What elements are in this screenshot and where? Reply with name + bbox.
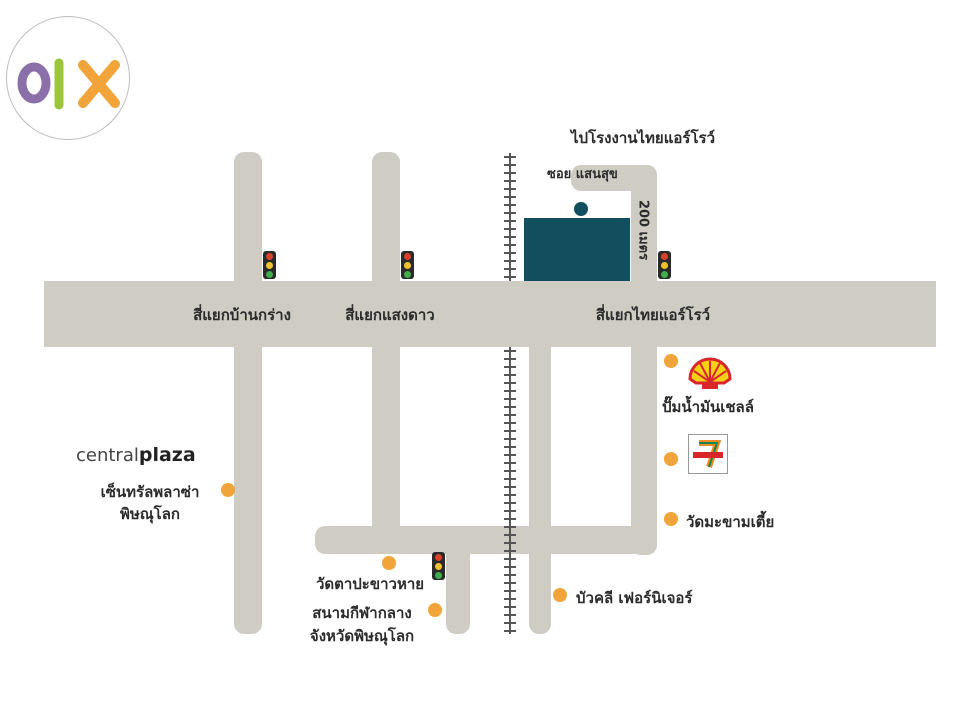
furniture-label: บัวคลี เฟอร์นิเจอร์: [576, 589, 693, 607]
railway-north: [504, 153, 516, 281]
central-plaza-label-line2: พิษณุโลก: [119, 505, 181, 523]
shell-marker: [664, 354, 678, 368]
road-bottom-horizontal: [315, 526, 657, 554]
shell-label: ปั๊มน้ำมันเชลล์: [662, 398, 754, 416]
seven-eleven-logo-icon: 7-ELEVEN: [688, 434, 728, 474]
olx-logo-mark: [17, 58, 120, 110]
shell-logo-icon: [686, 349, 734, 395]
traffic-light-icon: [658, 251, 671, 279]
railway-south: [504, 347, 516, 634]
traffic-light-icon: [263, 251, 276, 279]
road-vertical-3: [529, 332, 551, 634]
stadium-label-line1: สนามกีฬากลาง: [312, 604, 412, 622]
intersection-label-saeng-dao: สี่แยกแสงดาว: [345, 306, 435, 324]
central-plaza-logo-prefix: central: [76, 445, 139, 466]
central-plaza-logo: centralplaza: [76, 444, 196, 466]
central-plaza-label-line1: เซ็นทรัลพลาซ่า: [100, 483, 200, 501]
destination-pin: [574, 202, 588, 216]
road-soi-vertical: [631, 165, 657, 555]
soi-label: ซอย แสนสุข: [547, 167, 618, 182]
central-plaza-marker: [221, 483, 235, 497]
olx-logo: OLX: [6, 16, 130, 140]
distance-label: 200 เมตร: [635, 199, 651, 261]
central-plaza-logo-suffix: plaza: [138, 444, 196, 466]
intersection-label-thai-arrow: สี่แยกไทยแอร์โรว์: [595, 306, 711, 324]
wat-tapha-marker: [382, 556, 396, 570]
road-bottom-branch: [446, 540, 470, 634]
main-road: [44, 281, 936, 347]
intersection-label-ban-krang: สี่แยกบ้านกร่าง: [193, 306, 291, 324]
wat-tapha-label: วัดตาปะขาวหาย: [315, 575, 425, 593]
traffic-light-icon: [401, 251, 414, 279]
stadium-label-line2: จังหวัดพิษณุโลก: [309, 627, 415, 645]
road-vertical-2: [372, 152, 400, 542]
seven-eleven-logo-text: 7-ELEVEN: [689, 435, 690, 436]
to-factory-label: ไปโรงงานไทยแอร์โรว์: [571, 129, 715, 147]
olx-logo-text: OLX: [7, 17, 8, 18]
destination-building: [524, 218, 630, 281]
road-vertical-1: [234, 152, 262, 634]
wat-makham-marker: [664, 512, 678, 526]
traffic-light-icon: [432, 552, 445, 580]
furniture-marker: [553, 588, 567, 602]
wat-makham-label: วัดมะขามเตี้ย: [686, 513, 775, 531]
seven-eleven-marker: [664, 452, 678, 466]
stadium-marker: [428, 603, 442, 617]
